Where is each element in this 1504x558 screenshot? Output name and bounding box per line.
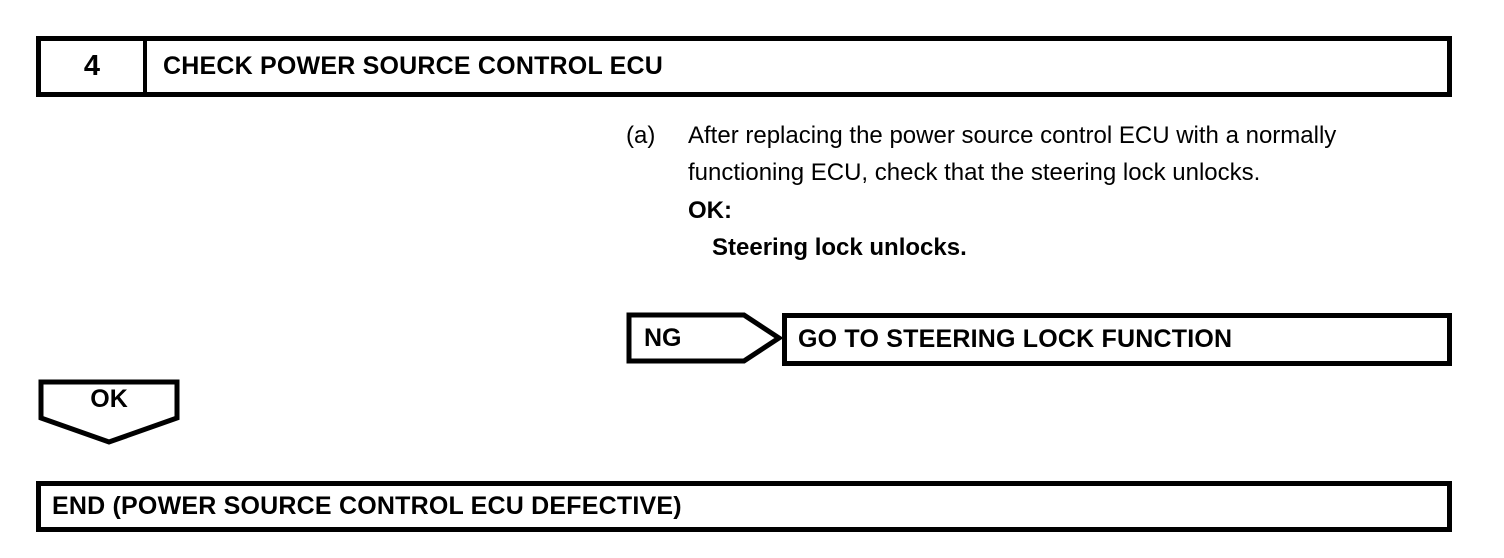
step-number: 4 bbox=[41, 41, 147, 92]
ng-label: NG bbox=[644, 323, 682, 352]
instruction-row: (a) After replacing the power source con… bbox=[626, 117, 1456, 266]
step-title: CHECK POWER SOURCE CONTROL ECU bbox=[163, 52, 664, 80]
instruction-body: After replacing the power source control… bbox=[688, 117, 1456, 266]
instruction-block: (a) After replacing the power source con… bbox=[626, 117, 1456, 266]
instruction-marker: (a) bbox=[626, 122, 656, 149]
instruction-ok-value: Steering lock unlocks. bbox=[712, 234, 967, 261]
ng-arrow-right-icon bbox=[626, 312, 782, 364]
ng-result-box: GO TO STEERING LOCK FUNCTION bbox=[782, 313, 1452, 366]
step-header-box: 4 CHECK POWER SOURCE CONTROL ECU bbox=[36, 36, 1452, 97]
instruction-ok-label: OK: bbox=[688, 197, 732, 224]
ok-label: OK bbox=[90, 384, 128, 413]
ok-arrow-down-icon bbox=[38, 379, 180, 445]
end-result-box: END (POWER SOURCE CONTROL ECU DEFECTIVE) bbox=[36, 481, 1452, 532]
instruction-text: After replacing the power source control… bbox=[688, 122, 1337, 186]
